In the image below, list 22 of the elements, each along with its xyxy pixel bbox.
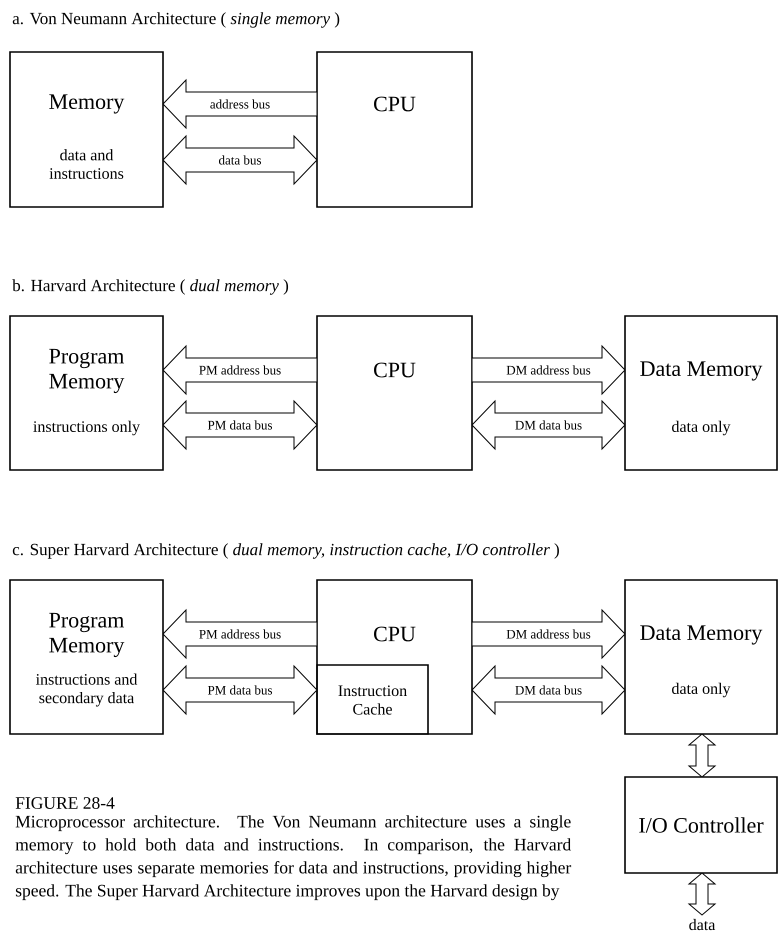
memory-box: Data Memory data only — [624, 315, 778, 471]
memory-box: Program Memory instructions only — [9, 315, 164, 471]
cpu-box: CPU — [316, 51, 473, 208]
section-heading: b. Harvard Architecture ( dual memory ) — [12, 279, 288, 295]
memory-box: Data Memory data only — [624, 579, 778, 735]
cpu-box: CPU — [316, 315, 473, 471]
memory-box: Memory data and instructions — [9, 51, 164, 208]
figure-title: FIGURE 28-4 — [16, 797, 115, 809]
bus-label: PM address bus — [198, 364, 282, 376]
bus-label: PM address bus — [198, 628, 282, 640]
section-heading: c. Super Harvard Architecture ( dual memory, instruction cache, I/O controller ) — [12, 543, 559, 559]
controller-box: I/O Controller — [624, 776, 778, 874]
caption-text: Microprocessor architecture. The Von Neumann architecture uses a single memory to hold both data and instructions. In comparison, the Harvard architecture uses separate memories for data and instructions, providing higher speed. The Super Harvard Architecture improves upon the Harvard design by — [16, 815, 572, 900]
bus-label: PM data bus — [206, 419, 274, 431]
section-heading: a. Von Neumann Architecture ( single memory ) — [12, 12, 340, 28]
bus-label: PM data bus — [206, 684, 274, 696]
bus-label: DM address bus — [505, 628, 592, 640]
data-label: data — [689, 918, 716, 930]
cache-box: Instruction Cache — [316, 664, 429, 735]
memory-box: Program Memory instructions and secondary data — [9, 579, 164, 735]
bus-label: data bus — [218, 154, 262, 166]
bus-label: DM address bus — [505, 364, 592, 376]
